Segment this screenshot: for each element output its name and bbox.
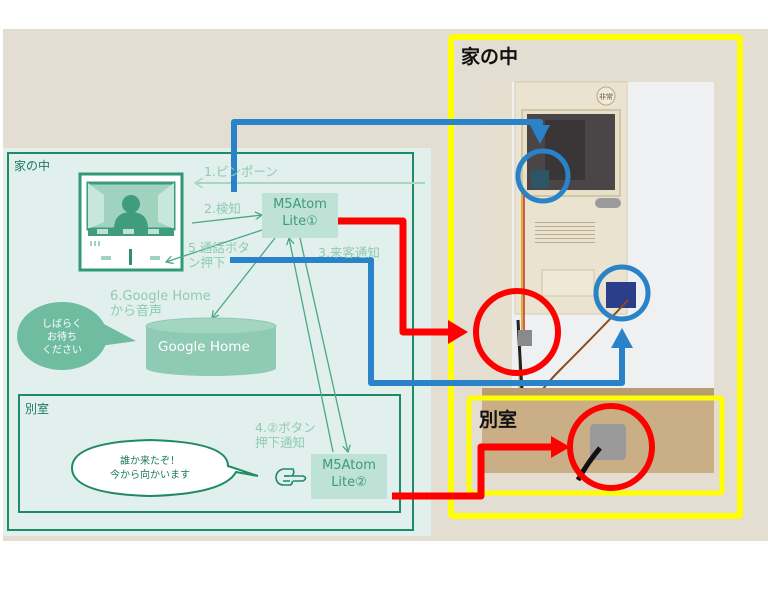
step6-line2: から音声 [110, 304, 163, 319]
step5-label: 5.通話ボタ ン押下 [188, 240, 250, 270]
step3-label: 3.来客通知 [318, 245, 380, 260]
step5-line1: 5.通話ボタ [188, 240, 250, 255]
step1-label: 1.ピンポーン [204, 164, 278, 179]
arrow-step5 [166, 229, 263, 262]
step6-line1: 6.Google Home [110, 289, 211, 304]
google-bubble-line3: ください [42, 345, 82, 356]
user-bubble-line2: 今から向かいます [110, 470, 190, 481]
home-area-label: 家の中 [14, 159, 51, 173]
photo-home-frame [448, 34, 743, 519]
photo-other-room-label: 別室 [479, 409, 518, 431]
servo-highlight-circle [593, 264, 651, 322]
google-bubble-line1: しばらく [42, 319, 82, 330]
step4-label: 4.②ボタン 押下通知 [255, 420, 316, 450]
atom1-line2: Lite① [282, 214, 318, 229]
step2-label: 2.検知 [204, 201, 241, 216]
sensor-highlight-circle [515, 148, 571, 204]
m5atom-lite-1: M5Atom Lite① [262, 193, 338, 238]
atom2-line1: M5Atom [322, 458, 376, 473]
atom1-highlight-circle [473, 288, 561, 376]
arrow-step4 [289, 238, 334, 453]
google-speech-bubble [17, 302, 136, 370]
arrow-step6 [212, 237, 276, 318]
blue-arrow-to-servo [230, 257, 633, 386]
other-room-label: 別室 [25, 402, 50, 416]
m5atom-lite-2: M5Atom Lite② [311, 454, 387, 499]
home-area-frame [7, 152, 414, 531]
google-bubble-text: しばらく お待ち ください [36, 318, 88, 357]
atom1-line1: M5Atom [273, 197, 327, 212]
atom2-line2: Lite② [331, 475, 367, 490]
photo-other-room-frame [466, 395, 725, 496]
intercom-photo: 非常 [482, 81, 714, 482]
pointing-hand-icon [275, 468, 307, 486]
step5-line2: ン押下 [188, 255, 226, 270]
user-speech-bubble [70, 438, 259, 498]
blue-arrow-to-sensor [231, 119, 550, 192]
google-home-label: Google Home [158, 339, 250, 355]
user-bubble-line1: 誰か来たぞ！ [120, 456, 180, 467]
user-bubble-text: 誰か来たぞ！ 今から向かいます [100, 455, 200, 483]
step4-line2: 押下通知 [255, 435, 306, 450]
panel-emergency-label: 非常 [599, 92, 613, 101]
google-home-device [145, 317, 277, 376]
arrow-step2 [191, 215, 262, 224]
google-bubble-line2: お待ち [47, 332, 77, 343]
red-arrow-to-atom2 [392, 436, 570, 500]
intercom-icon [78, 172, 184, 272]
red-arrow-to-atom1 [336, 217, 468, 344]
other-room-frame [18, 394, 401, 513]
arrow-step3 [299, 237, 348, 452]
step6-label: 6.Google Home から音声 [110, 289, 211, 319]
photo-home-label: 家の中 [461, 46, 519, 68]
step4-line1: 4.②ボタン [255, 420, 316, 435]
